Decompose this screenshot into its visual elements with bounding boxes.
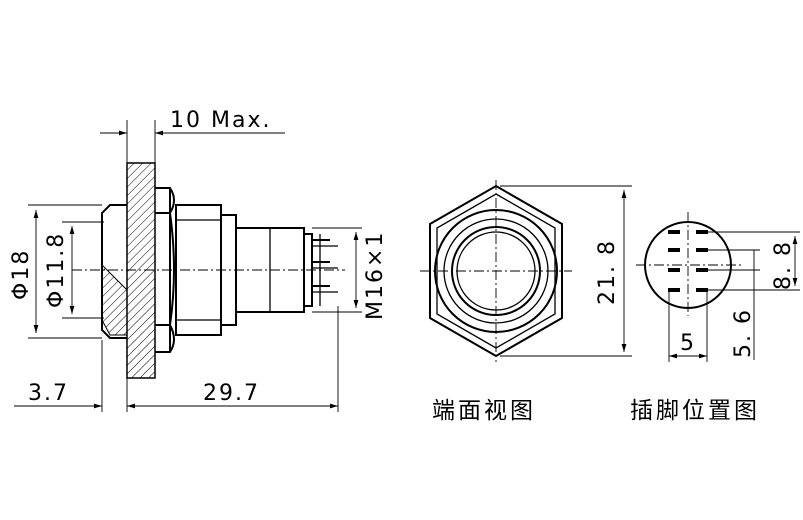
dim-pin-spacing: 8. 8 5. 6 5 — [668, 231, 800, 362]
dim-label-pin-v2: 5. 6 — [731, 308, 756, 358]
dim-label-hex-width: 21. 8 — [595, 239, 620, 305]
dim-label-3-7: 3.7 — [28, 381, 69, 406]
pin-layout-view — [636, 212, 742, 316]
side-view — [72, 162, 345, 379]
dim-label-pin-h: 5 — [680, 331, 696, 356]
dim-label-diameter-18: Φ18 — [9, 249, 34, 300]
bezel-hatch — [101, 263, 128, 336]
panel-section-hatched — [126, 162, 156, 379]
dim-lengths: 3.7 29.7 — [14, 306, 339, 412]
dim-thread: M16×1 — [312, 227, 388, 320]
dim-diameter-11-8: Φ11.8 — [44, 221, 104, 319]
caption-end-view: 端面视图 — [432, 398, 536, 424]
dim-label-pin-v: 8. 8 — [771, 240, 796, 290]
dim-label-thread: M16×1 — [363, 231, 388, 320]
caption-pin-position: 插脚位置图 — [630, 398, 760, 424]
terminal-pins — [312, 234, 338, 306]
dim-label-29-7: 29.7 — [203, 381, 260, 406]
dim-10-max: 10 Max. — [100, 108, 285, 163]
dim-hex-width: 21. 8 — [500, 185, 632, 357]
dim-label-10-max: 10 Max. — [170, 108, 271, 133]
end-view — [420, 180, 572, 362]
dim-label-diameter-11-8: Φ11.8 — [44, 232, 69, 308]
dim-diameter-18: Φ18 — [9, 204, 102, 339]
